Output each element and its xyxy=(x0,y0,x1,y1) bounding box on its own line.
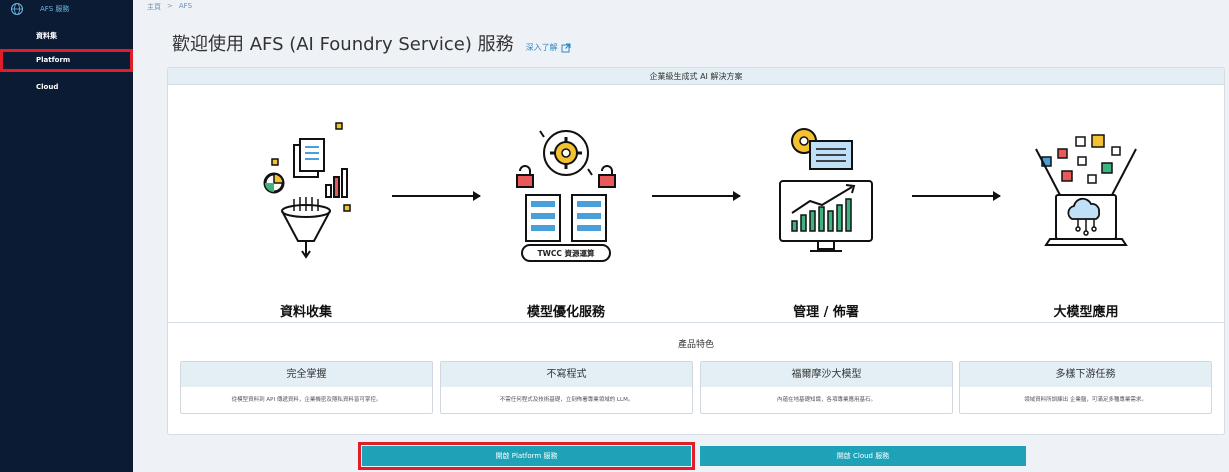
external-link-icon xyxy=(561,43,571,52)
page-header: 歡迎使用 AFS (AI Foundry Service) 服務 深入了解 xyxy=(172,30,571,56)
feature-card-title: 福爾摩沙大模型 xyxy=(701,362,952,387)
step-label: 大模型應用 xyxy=(1053,305,1119,320)
feature-card-desc: 從模型資料到 API 傳遞資料，企業機密及隱私資料皆可掌控。 xyxy=(231,397,382,403)
sidebar-item-cloud[interactable]: Cloud xyxy=(36,83,59,91)
sidebar-brand[interactable]: AFS 服務 xyxy=(0,0,133,18)
feature-card: 完全掌握 從模型資料到 API 傳遞資料，企業機密及隱私資料皆可掌控。 xyxy=(180,361,433,414)
sidebar: AFS 服務 資料集 Platform Cloud xyxy=(0,0,133,472)
flow-arrow xyxy=(652,191,741,201)
feature-card: 不寫程式 不需任何程式及技術基礎，立刻佈署專業領域的 LLM。 xyxy=(440,361,693,414)
feature-card: 福爾摩沙大模型 內蘊在地基礎知識，各項專業應用基石。 xyxy=(700,361,953,414)
panel-header: 企業級生成式 AI 解決方案 xyxy=(168,68,1224,85)
sidebar-item-platform[interactable]: Platform xyxy=(0,49,133,72)
learn-more-link[interactable]: 深入了解 xyxy=(526,42,571,53)
learn-more-label: 深入了解 xyxy=(525,43,558,52)
globe-icon xyxy=(11,3,23,15)
open-platform-button[interactable]: 開啟 Platform 服務 xyxy=(358,442,695,470)
step-data-collection: 資料收集 xyxy=(236,115,376,320)
twcc-badge: TWCC 資源運算 xyxy=(537,249,595,258)
feature-card-desc: 領域資料所訓練出 企業腦，可滿足多種專業需求。 xyxy=(1024,397,1147,403)
breadcrumb-current: AFS xyxy=(178,2,193,10)
open-cloud-button[interactable]: 開啟 Cloud 服務 xyxy=(700,446,1026,466)
breadcrumb-separator: > xyxy=(167,2,173,10)
management-deploy-icon xyxy=(779,128,873,252)
solution-panel: 企業級生成式 AI 解決方案 xyxy=(167,67,1225,435)
sidebar-item-datasets[interactable]: 資料集 xyxy=(36,32,57,40)
feature-card-title: 不寫程式 xyxy=(441,362,692,387)
breadcrumb: 主頁 > AFS xyxy=(147,2,192,12)
flow-arrow xyxy=(392,191,481,201)
process-steps: 資料收集 xyxy=(168,85,1224,321)
step-llm-application: 大模型應用 xyxy=(1016,115,1156,320)
step-model-optimization: TWCC 資源運算 模型優化服務 xyxy=(496,115,636,320)
data-collection-icon xyxy=(263,122,351,259)
features-title: 產品特色 xyxy=(677,340,714,350)
llm-application-icon xyxy=(1035,134,1137,246)
feature-card-title: 完全掌握 xyxy=(181,362,432,387)
page-title: 歡迎使用 AFS (AI Foundry Service) 服務 xyxy=(172,34,514,55)
flow-arrow xyxy=(912,191,1001,201)
features-section: 產品特色 完全掌握 從模型資料到 API 傳遞資料，企業機密及隱私資料皆可掌控。… xyxy=(168,322,1224,434)
feature-card-title: 多樣下游任務 xyxy=(960,362,1211,387)
step-label: 模型優化服務 xyxy=(526,305,605,320)
feature-card-desc: 不需任何程式及技術基礎，立刻佈署專業領域的 LLM。 xyxy=(499,397,634,403)
step-label: 資料收集 xyxy=(279,305,332,320)
sidebar-brand-label: AFS 服務 xyxy=(40,5,70,13)
feature-card: 多樣下游任務 領域資料所訓練出 企業腦，可滿足多種專業需求。 xyxy=(959,361,1212,414)
model-optimization-icon xyxy=(516,130,616,262)
breadcrumb-home[interactable]: 主頁 xyxy=(147,3,161,11)
step-label: 管理 / 佈署 xyxy=(793,305,859,320)
feature-card-desc: 內蘊在地基礎知識，各項專業應用基石。 xyxy=(776,397,876,403)
step-management-deploy: 管理 / 佈署 xyxy=(756,115,896,320)
